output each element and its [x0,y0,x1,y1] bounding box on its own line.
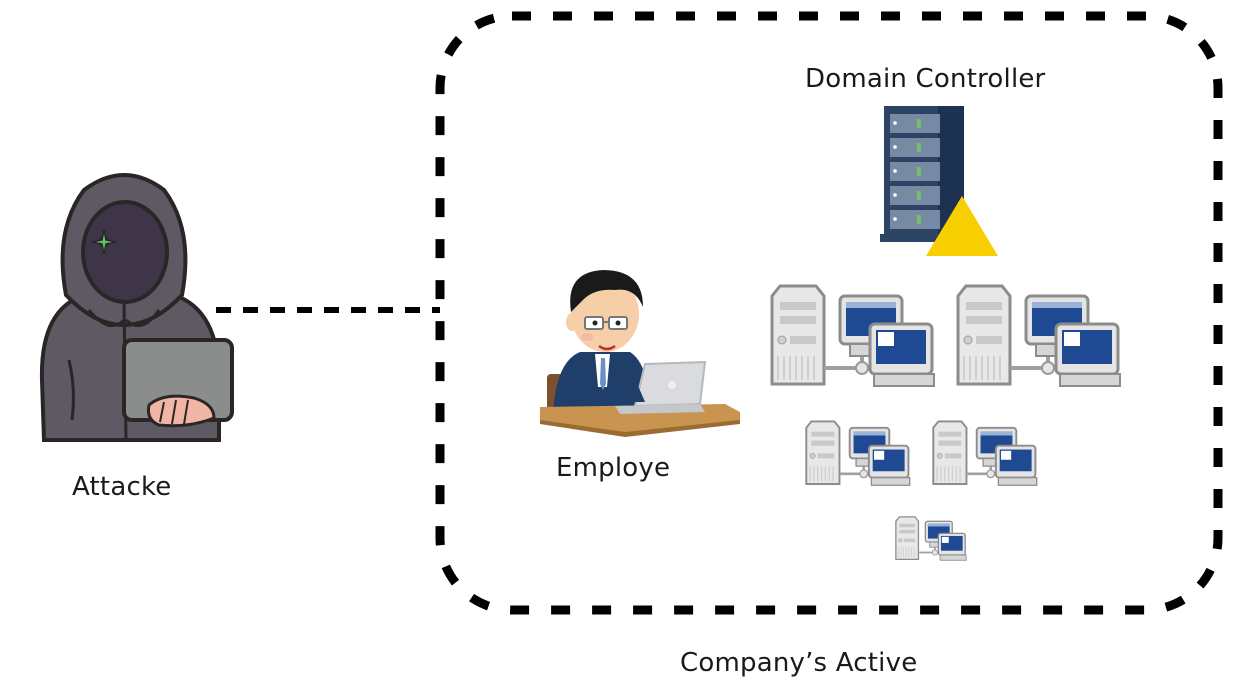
server-rack-units [890,114,940,229]
employee-icon [540,270,740,437]
company-boundary-label: Company’s Active [680,648,918,678]
domain-controller-label: Domain Controller [805,64,1046,94]
attacker-label: Attacke [72,472,172,502]
network-cluster-5 [895,516,967,562]
network-cluster-4 [932,420,1038,487]
network-cluster-1 [770,284,936,388]
server-rack-icon [880,106,998,256]
warning-triangle-icon [926,196,998,256]
hacker-icon [39,173,234,442]
employee-label: Employe [556,453,671,483]
network-cluster-3 [805,420,911,487]
network-cluster-2 [956,284,1122,388]
